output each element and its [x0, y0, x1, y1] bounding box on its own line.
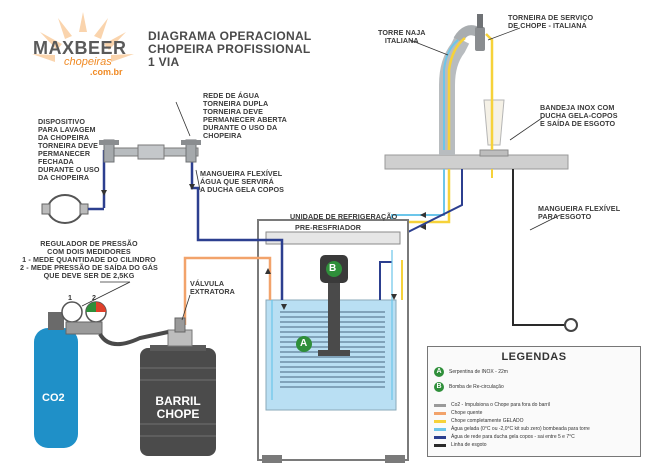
legend-item-a: A Serpentina de INOX - 22m — [434, 367, 508, 377]
net-water-hose — [190, 160, 284, 300]
logo-text: MAXBEER — [33, 38, 127, 58]
refrigeration-unit-label: UNIDADE DE REFRIGERAÇÃO — [290, 212, 398, 221]
wash-device — [47, 194, 83, 224]
legend-line-label: Água de rede para ducha gela copos - sai… — [451, 434, 575, 440]
co2-hose — [98, 330, 169, 346]
legend-line-item: Co2 - Impulsiona o Chope para fora do ba… — [434, 402, 550, 408]
badge-b — [326, 261, 342, 277]
pre-cooler-label: PRE-RESFRIADOR — [295, 223, 362, 232]
logo-subtext: chopeiras — [64, 56, 112, 68]
legend-item-b: B Bomba de Re-circulação — [434, 382, 504, 392]
legend-line-label: Linha de esgoto — [451, 442, 487, 448]
diagram-title-line1: DIAGRAMA OPERACIONAL — [148, 29, 312, 43]
logo-sun-icon — [32, 12, 134, 62]
legend-swatch — [434, 419, 446, 423]
legend-line-item: Água gelada (0°C ou -2,0°C kit sub zero)… — [434, 426, 590, 432]
pressure-regulator — [65, 321, 103, 335]
beer-glass — [483, 99, 505, 146]
legend-line-label: Chope completamente GELADO — [451, 418, 524, 424]
beer-barrel — [140, 348, 216, 456]
legend-line-item: Chope quente — [434, 410, 482, 416]
logo-url: .com.br — [90, 67, 123, 77]
legend-swatch — [434, 427, 446, 431]
badge-b-icon: B — [434, 382, 444, 392]
badge-a-letter: A — [300, 338, 308, 349]
drain-outlet-icon — [564, 318, 578, 332]
legend-line-label: Água gelada (0°C ou -2,0°C kit sub zero)… — [451, 426, 590, 432]
badge-a-icon: A — [434, 367, 444, 377]
legend-swatch — [434, 411, 446, 415]
legend-line-item: Água de rede para ducha gela copos - sai… — [434, 434, 575, 440]
legend-line-label: Chope quente — [451, 410, 483, 416]
badge-b-letter: B — [329, 263, 337, 274]
drain-hose — [512, 169, 566, 326]
diagram-title-line3: 1 VIA — [148, 55, 180, 69]
co2-label: CO2 — [42, 392, 65, 404]
counter-tray — [384, 154, 569, 170]
legend-line-item: Linha de esgoto — [434, 442, 487, 448]
legend-swatch — [434, 443, 446, 447]
diagram-title-line2: CHOPEIRA PROFISSIONAL — [148, 42, 311, 56]
gauge-1-icon — [61, 301, 83, 323]
legend-line-item: Chope completamente GELADO — [434, 418, 524, 424]
steel-coil — [280, 311, 385, 388]
gauge-2-label: 2 — [92, 293, 97, 302]
legend-swatch — [434, 403, 446, 407]
legend-line-label: Co2 - Impulsiona o Chope para fora do ba… — [451, 402, 550, 408]
service-tap — [475, 27, 485, 51]
legend-swatch — [434, 435, 446, 439]
hot-beer-line — [183, 256, 272, 325]
gauge-1-label: 1 — [68, 293, 73, 302]
legend-box: LEGENDAS A Serpentina de INOX - 22m B Bo… — [427, 346, 641, 457]
legend-title: LEGENDAS — [501, 351, 567, 363]
pre-cooler-bar — [265, 231, 401, 245]
badge-a — [296, 336, 312, 352]
co2-cylinder — [34, 328, 78, 448]
